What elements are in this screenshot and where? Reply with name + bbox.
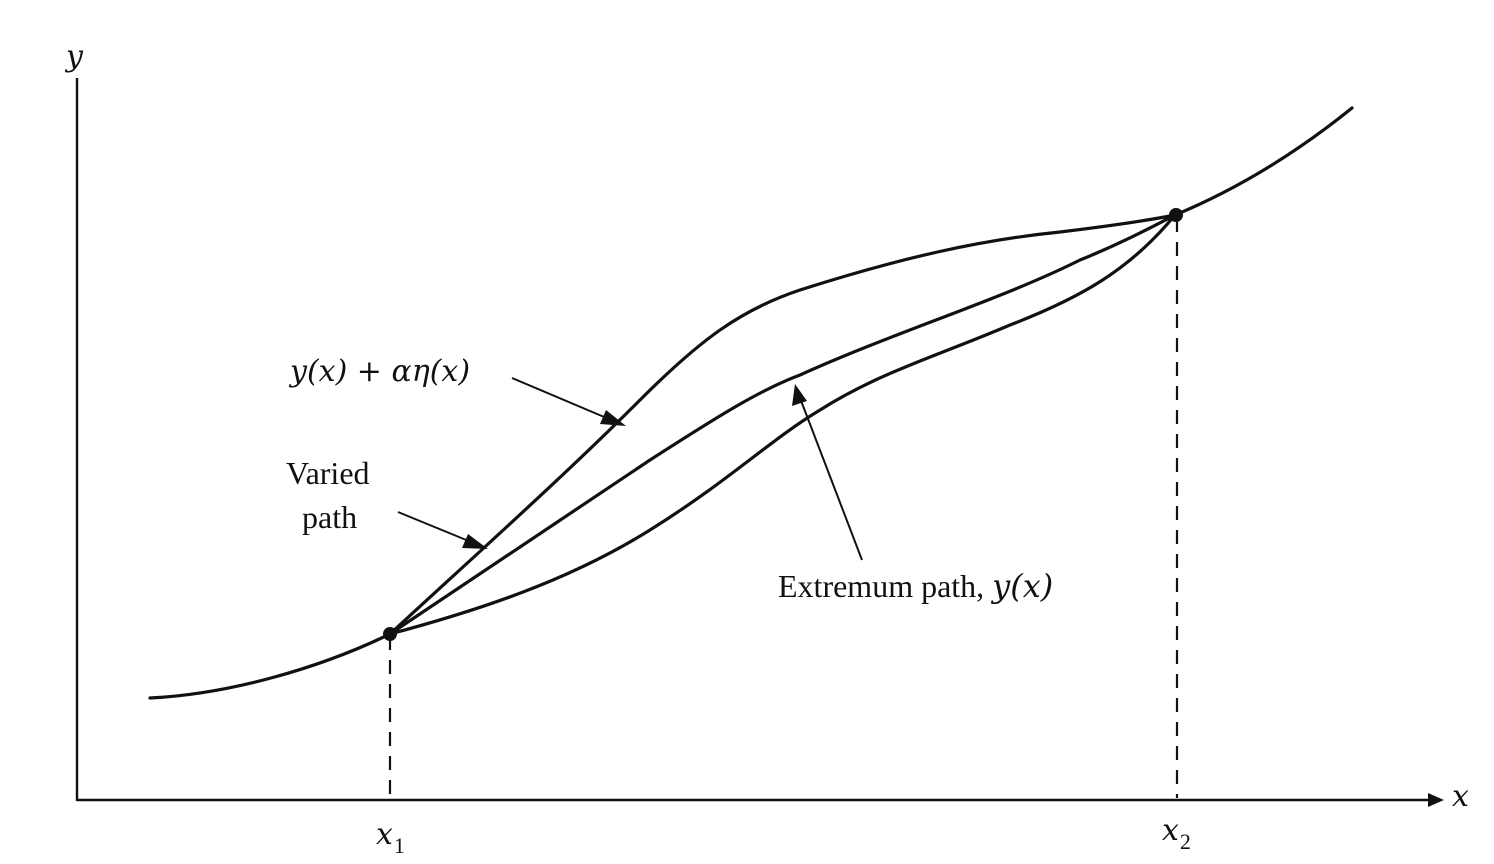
formula-pointer-line — [511, 377, 617, 423]
x1-tick-label: x1 — [376, 817, 405, 858]
formula-pointer-arrowhead — [600, 410, 626, 426]
x-axis-label: x — [1452, 779, 1469, 814]
endpoint-x1-dot — [383, 627, 397, 641]
varied-path-pointer-arrowhead — [462, 534, 488, 549]
varied-path-label-line2: path — [302, 499, 357, 535]
varied-path-pointer-line — [397, 511, 477, 545]
varied-path-curve — [388, 213, 1177, 636]
varied-path-formula-label: y(x) + αη(x) — [288, 354, 470, 389]
extremum-pointer-line — [799, 397, 863, 561]
endpoint-x2-dot — [1169, 208, 1183, 222]
extremum-path-label: Extremum path, y(x) — [778, 567, 1053, 605]
x2-tick-label: x2 — [1162, 813, 1191, 854]
curve-right-tail — [1173, 106, 1354, 217]
y-axis-label: y — [64, 39, 84, 74]
curve-left-tail — [148, 632, 392, 700]
lower-varied-path-curve — [388, 213, 1177, 636]
varied-path-label-line1: Varied — [286, 455, 370, 491]
extremum-path-curve — [388, 213, 1177, 636]
extremum-pointer-arrowhead — [792, 384, 807, 406]
x-axis-arrowhead — [1428, 793, 1444, 807]
